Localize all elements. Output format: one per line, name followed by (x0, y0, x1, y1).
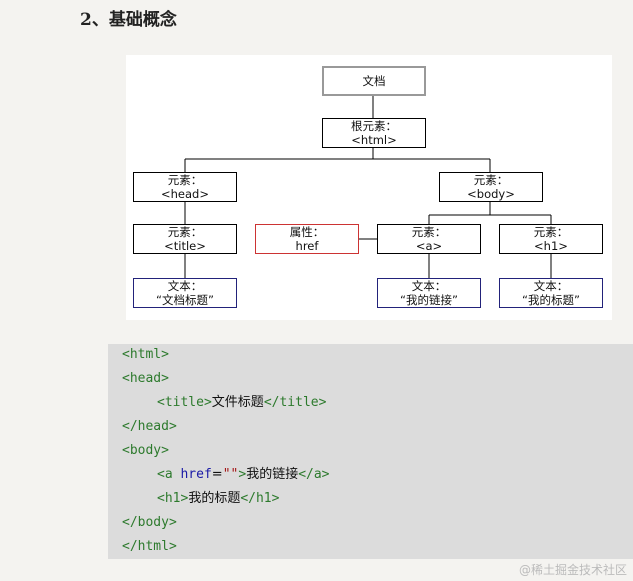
node-a: 元素：<a> (377, 224, 481, 254)
node-label: href (295, 239, 319, 253)
node-label: <a> (415, 239, 443, 253)
text: 我的链接 (246, 467, 299, 482)
text: 我的标题 (188, 491, 241, 506)
node-label: “我的标题” (522, 293, 580, 307)
tag: <head> (122, 371, 169, 386)
code-line: </head> (122, 417, 177, 437)
node-label: <body> (467, 187, 515, 201)
eq: = (211, 467, 223, 482)
node-label: 文档 (362, 74, 386, 88)
code-line: <a href="">我的链接</a> (157, 465, 330, 485)
tag: </html> (122, 539, 177, 554)
watermark: @稀土掘金技术社区 (518, 563, 627, 577)
node-head: 元素：<head> (133, 172, 237, 202)
node-type: 根元素： (351, 119, 397, 133)
code-line: <html> (122, 345, 169, 365)
node-type: 元素： (533, 225, 569, 239)
tag: > (238, 467, 247, 482)
node-type: 属性： (289, 225, 325, 239)
attr: href (180, 467, 212, 482)
section-heading: 2、基础概念 (80, 10, 177, 30)
node-label: <html> (351, 133, 397, 147)
tag: <body> (122, 443, 169, 458)
tag: </h1> (240, 491, 280, 506)
node-root-html: 根元素：<html> (322, 118, 426, 148)
code-block: <html> <head> <title>文件标题</title> </head… (108, 344, 633, 559)
node-text-h1: 文本：“我的标题” (499, 278, 603, 308)
node-type: 文本： (167, 279, 203, 293)
node-label: “文档标题” (156, 293, 214, 307)
node-label: <head> (161, 187, 209, 201)
tag: </title> (263, 395, 327, 410)
node-type: 元素： (473, 173, 509, 187)
attr-value: "" (222, 467, 239, 482)
node-type: 元素： (411, 225, 447, 239)
node-text-title: 文本：“文档标题” (133, 278, 237, 308)
node-label: <title> (164, 239, 206, 253)
code-line: </html> (122, 537, 177, 557)
node-text-a: 文本：“我的链接” (377, 278, 481, 308)
tree-connectors (184, 95, 552, 278)
node-label: <h1> (534, 239, 568, 253)
node-type: 元素： (167, 173, 203, 187)
node-h1: 元素：<h1> (499, 224, 603, 254)
code-line: <body> (122, 441, 169, 461)
code-line: <title>文件标题</title> (157, 393, 326, 413)
tag: </a> (298, 467, 330, 482)
node-label: “我的链接” (400, 293, 458, 307)
node-body: 元素：<body> (439, 172, 543, 202)
node-title: 元素：<title> (133, 224, 237, 254)
code-line: </body> (122, 513, 177, 533)
tag: <h1> (157, 491, 189, 506)
tag: </head> (122, 419, 177, 434)
node-type: 文本： (411, 279, 447, 293)
text: 文件标题 (211, 395, 264, 410)
dom-tree-diagram: 文档 根元素：<html> 元素：<head> 元素：<body> 元素：<ti… (126, 55, 612, 320)
node-type: 元素： (167, 225, 203, 239)
tag: <a (157, 467, 181, 482)
code-line: <h1>我的标题</h1> (157, 489, 279, 509)
node-document: 文档 (322, 66, 426, 96)
tag: <html> (122, 347, 169, 362)
tag: </body> (122, 515, 177, 530)
code-line: <head> (122, 369, 169, 389)
tag: <title> (157, 395, 212, 410)
node-type: 文本： (533, 279, 569, 293)
node-attr-href: 属性：href (255, 224, 359, 254)
